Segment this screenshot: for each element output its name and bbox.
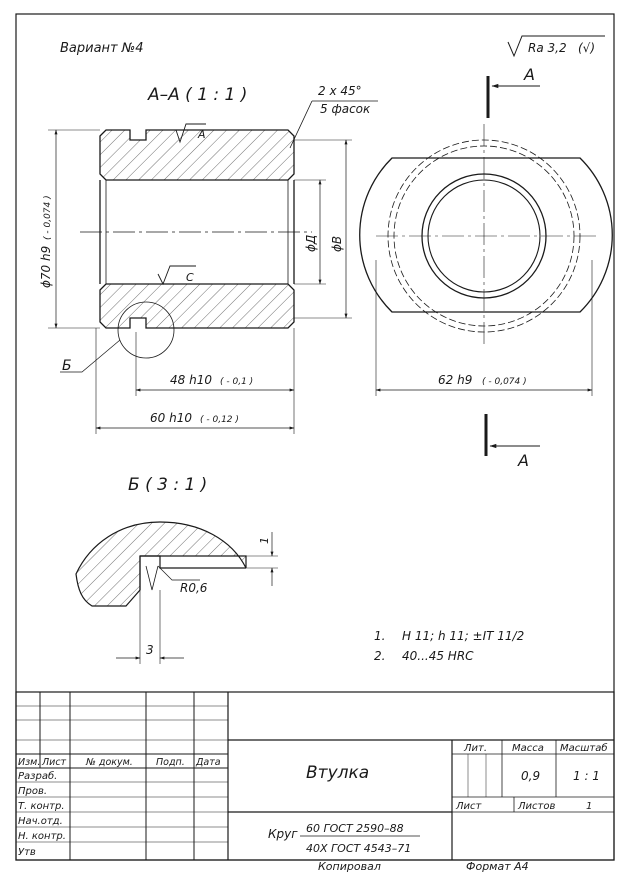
svg-text:( - 0,074 ): ( - 0,074 ) — [482, 377, 527, 387]
detail-ref-label: Б — [62, 358, 72, 374]
chamfer-note-line1: 2 x 45° — [318, 84, 362, 98]
tb-part-name: Втулка — [306, 763, 369, 783]
svg-text:С: С — [186, 271, 194, 284]
detail-dim-1: 1 — [258, 537, 271, 544]
tb-material-bottom: 40Х ГОСТ 4543–71 — [306, 842, 411, 855]
tb-role-5: Утв — [18, 847, 36, 858]
bushing-end-view — [359, 124, 613, 348]
tb-sheet-label: Лист — [455, 801, 483, 812]
roughness-mark: (√) — [578, 41, 595, 55]
variant-label: Вариант №4 — [60, 41, 144, 56]
note-2-num: 2. — [374, 649, 385, 663]
tb-role-1: Пров. — [18, 786, 47, 797]
tb-label-date: Дата — [195, 757, 221, 768]
dim-bore-diameter: ϕД — [294, 179, 326, 285]
tb-label-sign: Подп. — [156, 757, 185, 768]
svg-text:ϕД: ϕД — [304, 235, 318, 252]
svg-text:А: А — [523, 65, 535, 84]
tb-sheets-value: 1 — [586, 801, 592, 812]
tb-role-0: Разраб. — [18, 770, 57, 782]
tb-label-list: Лист — [41, 757, 67, 768]
tb-mass-label: Масса — [512, 743, 544, 754]
tb-material-prefix: Круг — [268, 827, 298, 841]
dim-60: 60 h10 ( - 0,12 ) — [95, 328, 295, 434]
note-1-num: 1. — [374, 629, 385, 643]
tb-mass-value: 0,9 — [521, 769, 540, 783]
dim-48: 48 h10 ( - 0,1 ) — [135, 328, 295, 396]
dim-groove-diameter: ϕВ — [294, 139, 352, 319]
note-1-text: H 11; h 11; ±IT 11/2 — [402, 629, 524, 643]
tb-role-3: Нач.отд. — [18, 816, 63, 827]
svg-text:А: А — [517, 451, 529, 470]
svg-text:ϕ70 h9: ϕ70 h9 — [39, 246, 53, 288]
bushing-section — [80, 129, 312, 329]
svg-text:62 h9: 62 h9 — [438, 373, 472, 387]
tb-scale-value: 1 : 1 — [573, 769, 600, 783]
tb-sheets-label: Листов — [517, 801, 555, 812]
chamfer-note-line2: 5 фасок — [320, 102, 371, 116]
detail-radius: R0,6 — [180, 581, 208, 595]
footer-format: Формат А4 — [466, 860, 529, 873]
detail-leader — [60, 339, 121, 373]
tb-label-izm: Изм. — [18, 757, 40, 768]
tb-material-top: 60 ГОСТ 2590–88 — [306, 822, 404, 835]
footer-copied: Копировал — [318, 860, 381, 873]
section-bottom-wall — [99, 283, 295, 329]
dim-outer-diameter: ϕ70 h9 ( - 0,074 ) — [39, 129, 100, 329]
roughness-value: Ra 3,2 — [528, 41, 567, 55]
svg-text:А: А — [197, 128, 206, 141]
section-cut-marker-bottom: А — [484, 414, 540, 470]
tb-role-4: Н. контр. — [18, 831, 66, 842]
detail-dim-3: 3 — [146, 643, 154, 657]
title-block: Изм. Лист № докум. Подп. Дата Разраб. Пр… — [15, 691, 615, 861]
section-title: А–А ( 1 : 1 ) — [147, 85, 247, 105]
note-2-text: 40...45 HRC — [402, 649, 474, 663]
svg-text:ϕВ: ϕВ — [330, 236, 344, 252]
detail-groove-view: R0,6 1 3 — [75, 521, 278, 664]
section-top-wall — [99, 129, 295, 181]
dim-62: 62 h9 ( - 0,074 ) — [375, 260, 593, 396]
roughness-mark-c: С — [157, 265, 196, 286]
roughness-mark-a: А — [175, 123, 206, 144]
svg-text:48 h10: 48 h10 — [170, 373, 212, 387]
svg-text:( - 0,12 ): ( - 0,12 ) — [200, 415, 239, 425]
tb-label-doc: № докум. — [85, 757, 133, 768]
svg-text:( - 0,1 ): ( - 0,1 ) — [220, 377, 253, 387]
svg-text:( - 0,074 ): ( - 0,074 ) — [43, 195, 53, 240]
detail-circle — [117, 301, 175, 359]
section-cut-marker-top: А — [486, 65, 540, 118]
tb-role-2: Т. контр. — [18, 801, 65, 812]
svg-text:60 h10: 60 h10 — [150, 411, 192, 425]
detail-title: Б ( 3 : 1 ) — [128, 475, 207, 495]
roughness-general-symbol: Ra 3,2 (√) — [507, 35, 605, 58]
tb-lit-label: Лит. — [463, 743, 487, 754]
tb-scale-label: Масштаб — [560, 742, 608, 754]
